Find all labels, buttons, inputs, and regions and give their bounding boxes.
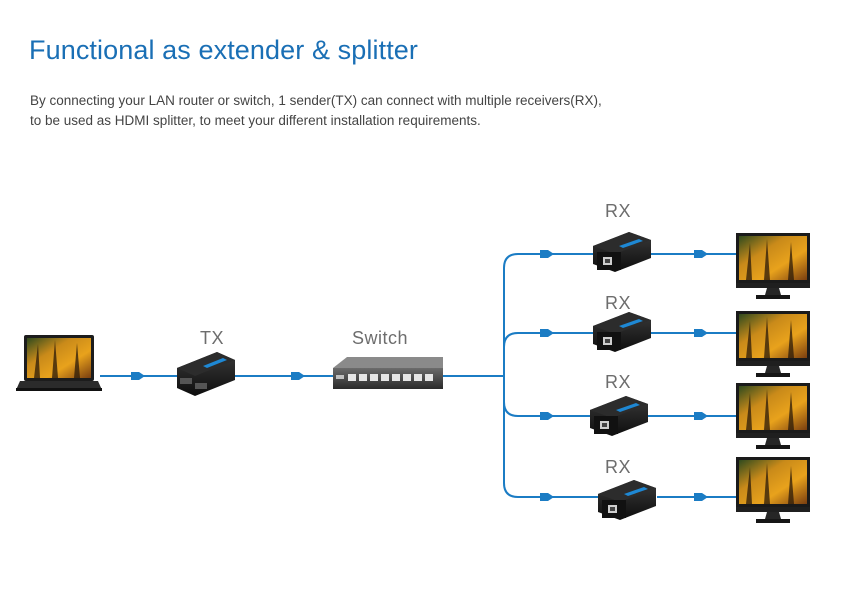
arrow-icon [291, 372, 305, 380]
page-title: Functional as extender & splitter [29, 35, 418, 65]
arrow-icon [540, 250, 554, 258]
arrow-icon [540, 412, 554, 420]
monitor-icon [736, 457, 810, 523]
arrow-icon [694, 412, 708, 420]
rx-label-3: RX [605, 372, 632, 392]
arrow-icon [694, 493, 708, 501]
rx-receiver-device [593, 232, 651, 272]
rx-receiver-device [598, 480, 656, 520]
rx-label-4: RX [605, 457, 632, 477]
description: By connecting your LAN router or switch,… [30, 91, 670, 131]
rx-receiver-device [593, 312, 651, 352]
description-line-1: By connecting your LAN router or switch,… [30, 93, 602, 108]
switch-label: Switch [352, 328, 409, 348]
rx-label-2: RX [605, 293, 632, 313]
laptop-icon [16, 335, 102, 391]
monitor-icon [736, 383, 810, 449]
rx-label-1: RX [605, 201, 632, 221]
connection-lines [100, 253, 736, 498]
arrow-icon [131, 372, 145, 380]
rx-receiver-device [590, 396, 648, 436]
monitor-icon [736, 311, 810, 377]
monitor-icon [736, 233, 810, 299]
arrow-icon [540, 493, 554, 501]
description-line-2: to be used as HDMI splitter, to meet you… [30, 113, 481, 128]
tx-sender-device [177, 352, 235, 396]
arrow-icon [694, 329, 708, 337]
arrow-icon [540, 329, 554, 337]
network-switch [333, 357, 443, 389]
arrow-icon [694, 250, 708, 258]
tx-label: TX [200, 328, 225, 348]
